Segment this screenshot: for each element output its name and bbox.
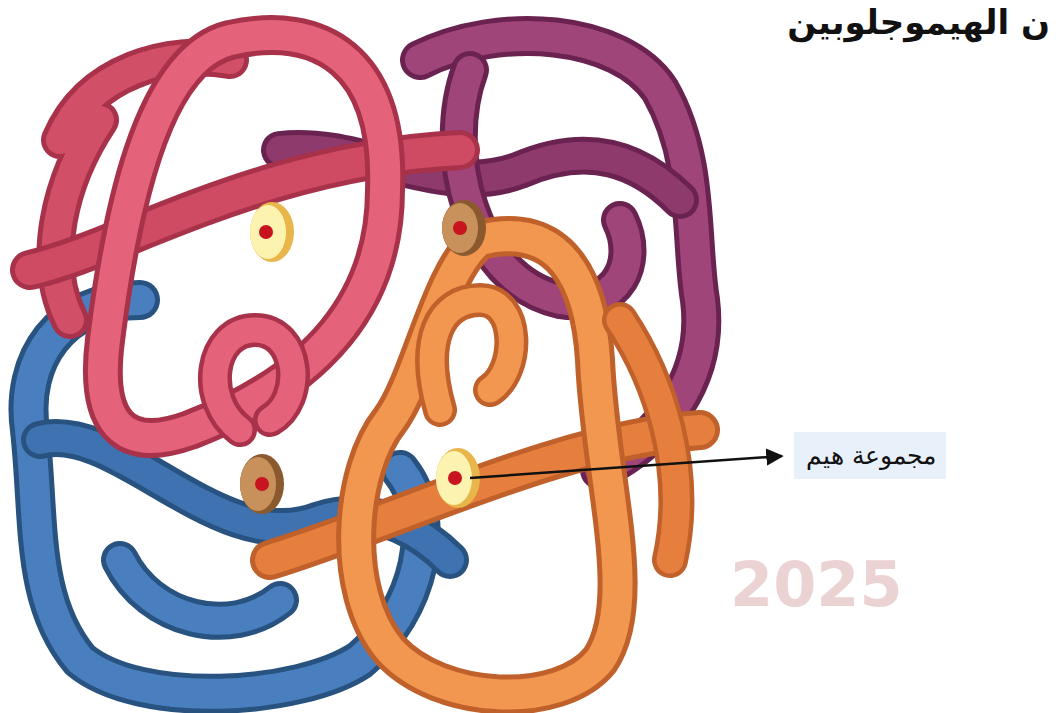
figure-title: ن الهيموجلوبين	[787, 2, 1050, 42]
heme-group	[240, 200, 486, 514]
label-text: مجموعة هيم	[804, 441, 936, 470]
label-box: مجموعة هيم	[794, 432, 946, 479]
leader-line	[470, 456, 782, 478]
watermark: 2025	[730, 548, 903, 621]
